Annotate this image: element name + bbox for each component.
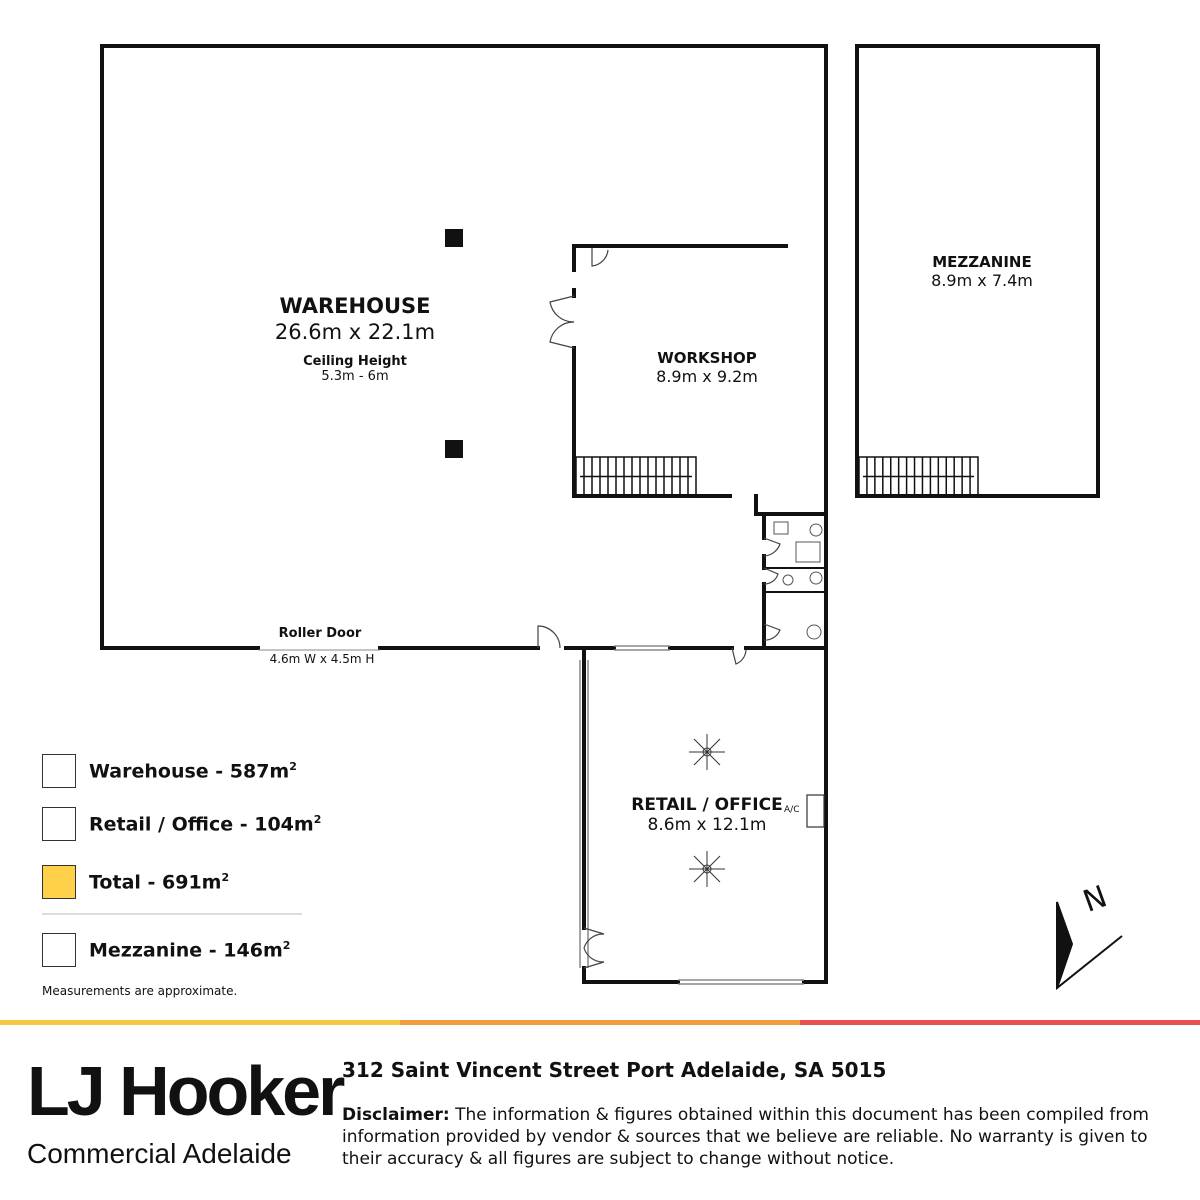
ceiling-height-label: Ceiling Height xyxy=(303,354,407,369)
retail-window-left xyxy=(579,660,589,968)
legend-swatch-total xyxy=(42,865,76,899)
legend-item-mezzanine: Mezzanine - 146m2 xyxy=(42,933,290,967)
disclaimer-label: Disclaimer: xyxy=(342,1105,450,1125)
door-wc1 xyxy=(763,537,781,557)
color-strip-2 xyxy=(400,1020,800,1025)
door-workshop-left-a xyxy=(549,295,575,323)
legend-label: Retail / Office - 104m2 xyxy=(89,812,322,836)
legend-swatch xyxy=(42,807,76,841)
ac-unit xyxy=(806,794,825,828)
toilet-2 xyxy=(809,571,823,585)
door-wc3 xyxy=(763,623,781,641)
retail-label: RETAIL / OFFICE 8.6m x 12.1m xyxy=(612,795,802,835)
retail-dims: 8.6m x 12.1m xyxy=(647,815,767,835)
warehouse-wall-left xyxy=(100,44,260,650)
ceiling-fan-1 xyxy=(689,734,725,770)
workshop-name: WORKSHOP xyxy=(657,349,757,367)
basin-1 xyxy=(809,523,823,537)
measurement-note: Measurements are approximate. xyxy=(42,984,238,998)
ac-label: A/C xyxy=(784,805,800,815)
door-workshop-left-b xyxy=(549,321,575,349)
mezzanine-name: MEZZANINE xyxy=(932,253,1032,271)
roller-door-dims: 4.6m W x 4.5m H xyxy=(269,652,375,666)
legend-item-retail: Retail / Office - 104m2 xyxy=(42,807,321,841)
door-office-bottom-a xyxy=(583,927,605,949)
mezzanine-label: MEZZANINE 8.9m x 7.4m xyxy=(892,253,1072,290)
mezzanine-stairs xyxy=(858,456,979,497)
workshop-dims: 8.9m x 9.2m xyxy=(656,367,758,386)
door-warehouse xyxy=(537,625,561,649)
color-strip-3 xyxy=(800,1020,1200,1025)
retail-window-top xyxy=(614,645,670,651)
door-office-top xyxy=(731,647,747,665)
roller-door-label: Roller Door xyxy=(278,626,362,641)
legend-label: Mezzanine - 146m2 xyxy=(89,938,291,962)
warehouse-label: WAREHOUSE 26.6m x 22.1m Ceiling Height 5… xyxy=(255,294,455,384)
legend-item-total: Total - 691m2 xyxy=(42,865,229,899)
brand-subtitle: Commercial Adelaide xyxy=(27,1138,292,1169)
legend-item-warehouse: Warehouse - 587m2 xyxy=(42,754,297,788)
legend-swatch xyxy=(42,933,76,967)
column-1 xyxy=(445,229,463,247)
color-strip-1 xyxy=(0,1020,400,1025)
legend-label: Total - 691m2 xyxy=(89,870,230,894)
door-wc2 xyxy=(763,567,779,585)
ceiling-fan-2 xyxy=(689,851,725,887)
warehouse-name: WAREHOUSE xyxy=(279,294,431,318)
basin-3 xyxy=(806,624,822,640)
disclaimer: Disclaimer: The information & figures ob… xyxy=(342,1104,1172,1170)
retail-window-bottom xyxy=(678,979,804,985)
toilet-2b xyxy=(782,574,794,586)
workshop-label: WORKSHOP 8.9m x 9.2m xyxy=(617,349,797,386)
ceiling-height-value: 5.3m - 6m xyxy=(321,369,389,384)
warehouse-wall xyxy=(100,44,828,650)
toilet-1 xyxy=(773,521,821,563)
column-2 xyxy=(445,440,463,458)
floor-plan xyxy=(42,44,1123,991)
north-arrow-icon xyxy=(1056,901,1123,991)
disclaimer-text: The information & figures obtained withi… xyxy=(342,1105,1149,1169)
brand-logo: LJ Hooker xyxy=(27,1052,345,1130)
retail-name: RETAIL / OFFICE xyxy=(631,795,783,815)
legend-label: Warehouse - 587m2 xyxy=(89,759,297,783)
door-office-bottom-b xyxy=(583,947,605,969)
legend-swatch xyxy=(42,754,76,788)
amenities-wall xyxy=(754,494,828,516)
warehouse-dims: 26.6m x 22.1m xyxy=(274,320,436,344)
property-address: 312 Saint Vincent Street Port Adelaide, … xyxy=(342,1058,887,1082)
door-workshop-top xyxy=(591,248,609,267)
mezzanine-dims: 8.9m x 7.4m xyxy=(931,271,1033,290)
workshop-stairs xyxy=(575,456,697,497)
